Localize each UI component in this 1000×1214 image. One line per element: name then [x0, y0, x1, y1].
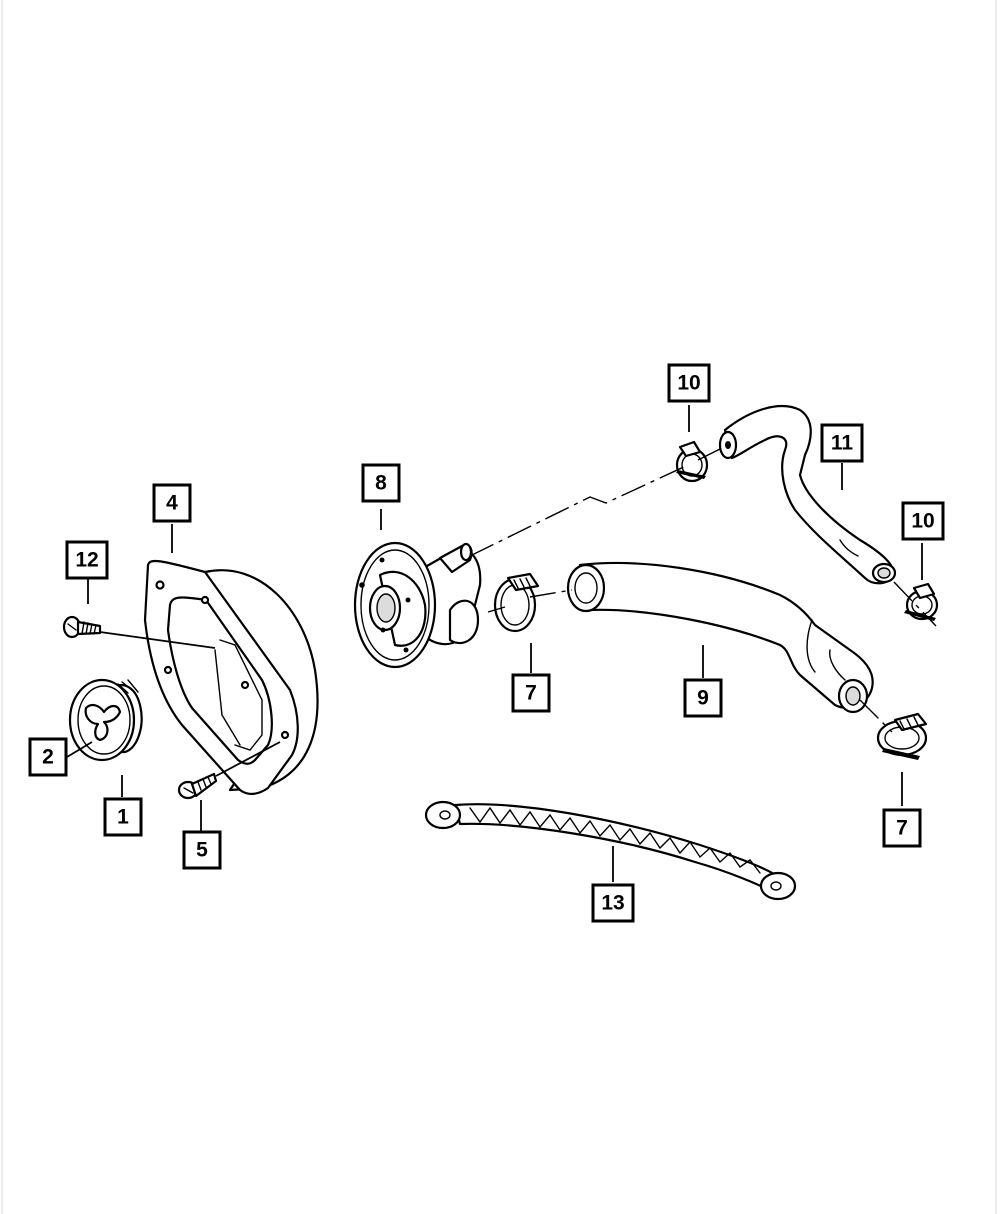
callout-13-label: 13: [601, 892, 624, 915]
callout-9: 9: [683, 678, 723, 718]
callout-12-label: 12: [75, 549, 98, 572]
callout-2: 2: [28, 737, 68, 777]
assembly-lines: [99, 446, 937, 777]
callout-11: 11: [820, 423, 864, 463]
part-2-cap-tether: [84, 703, 122, 742]
callout-7-upper: 7: [511, 673, 551, 713]
callout-13: 13: [591, 883, 635, 923]
callout-leaders: [66, 405, 923, 882]
part-4-filler-housing: [143, 559, 319, 795]
callout-7-lower: 7: [882, 808, 922, 848]
part-11-vent-hose: [718, 405, 897, 585]
part-5-screw: [177, 772, 218, 800]
part-12-screw: [62, 615, 102, 639]
part-9-fill-hose: [566, 561, 874, 714]
part-8-filler-neck-adapter: [353, 541, 482, 669]
callout-5-label: 5: [196, 839, 208, 862]
callout-8: 8: [361, 463, 401, 503]
callout-11-label: 11: [831, 432, 854, 455]
callout-12: 12: [65, 540, 109, 580]
callout-2-label: 2: [42, 746, 54, 769]
callout-1: 1: [103, 797, 143, 837]
part-7-hose-clamp-upper: [493, 572, 540, 633]
callout-8-label: 8: [375, 472, 387, 495]
part-10-vent-clamp-lower: [904, 582, 939, 621]
callout-9-label: 9: [697, 687, 709, 710]
callout-7-lower-label: 7: [896, 817, 908, 840]
part-10-vent-clamp-upper: [675, 440, 709, 483]
callout-10-upper: 10: [667, 363, 711, 403]
part-7-hose-clamp-lower: [876, 712, 928, 760]
callout-4-label: 4: [166, 492, 178, 515]
part-13-ground-strap: [424, 800, 797, 901]
callout-7-upper-label: 7: [525, 682, 537, 705]
callout-5: 5: [182, 830, 222, 870]
callout-4: 4: [152, 483, 192, 523]
callout-10-upper-label: 10: [677, 372, 700, 395]
callout-10-lower: 10: [901, 501, 945, 541]
callout-10-lower-label: 10: [911, 510, 934, 533]
callout-1-label: 1: [117, 806, 129, 829]
